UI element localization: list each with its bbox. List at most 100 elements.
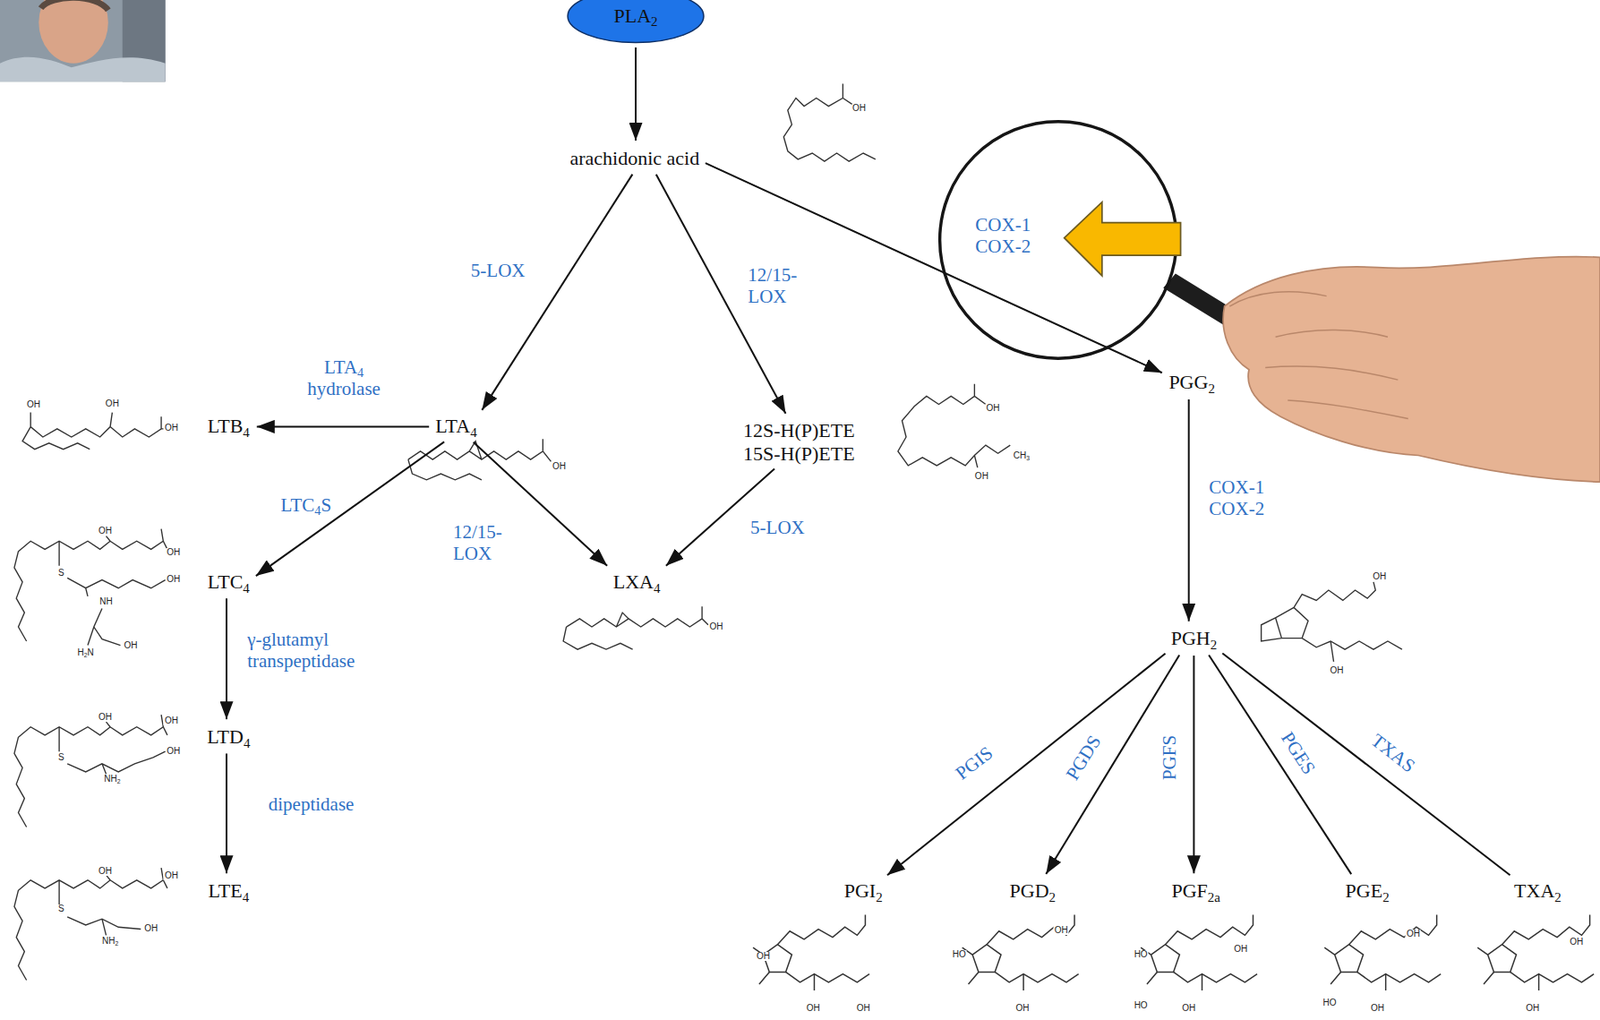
reaction-arrow: [256, 425, 429, 428]
reaction-arrow: [256, 441, 445, 576]
txa2-structure: [1477, 915, 1594, 991]
metabolite-node: LXA4: [610, 568, 664, 595]
atom-label: OH: [805, 1003, 822, 1013]
metabolite-node: PGG2: [1165, 369, 1218, 396]
atom-label: OH: [165, 746, 181, 756]
atom-label: S: [57, 904, 66, 914]
atom-label: OH: [163, 716, 180, 726]
node-text: arachidonic acid: [569, 146, 700, 170]
lxa4-structure: [563, 606, 709, 650]
atom-label: OH: [551, 462, 567, 471]
atom-label: OH: [1180, 1003, 1197, 1013]
enzyme-label: COX-1 COX-2: [1208, 476, 1265, 520]
node-text: PGH2: [1171, 627, 1218, 651]
atom-label: OH: [974, 471, 990, 481]
node-text: PGD2: [1009, 879, 1057, 902]
node-text: PLA2: [613, 5, 658, 28]
atom-label: OH: [851, 103, 867, 113]
metabolite-node: PGE2: [1343, 877, 1393, 904]
metabolite-node: LTC4: [205, 568, 253, 595]
atom-label: OH: [122, 641, 138, 651]
enzyme-label: COX-1 COX-2: [975, 213, 1031, 257]
reaction-arrow: [1045, 654, 1180, 874]
reaction-arrow: [1222, 652, 1510, 875]
atom-label: OH: [1053, 925, 1070, 935]
atom-label: OH: [1328, 666, 1344, 676]
enzyme-label: PGIS: [951, 742, 998, 785]
reaction-arrow: [1208, 654, 1352, 874]
metabolite-node: TXA2: [1511, 877, 1565, 904]
node-text: PGI2: [844, 879, 883, 902]
hand-fingers: [1229, 291, 1408, 420]
ltb4-structure: [22, 412, 166, 450]
atom-label: OH: [104, 399, 120, 409]
enzyme-label: LTA4 hydrolase: [307, 356, 381, 400]
metabolite-node: arachidonic acid: [566, 145, 702, 172]
atom-label: OH: [709, 622, 725, 632]
atom-label: HO: [1133, 949, 1149, 959]
enzyme-label: 5-LOX: [750, 516, 805, 539]
enzyme-label: PGES: [1276, 727, 1320, 779]
atom-label: OH: [97, 866, 113, 876]
enzyme-label: 12/15- LOX: [453, 521, 503, 565]
ellipse-shape: [567, 0, 704, 43]
node-text: PGE2: [1345, 879, 1390, 902]
atom-label: OH: [25, 400, 42, 410]
node-text: PGG2: [1168, 371, 1215, 394]
atom-label: OH: [1524, 1003, 1541, 1013]
chain-bond: [14, 714, 168, 827]
metabolite-node: PGF2a: [1168, 877, 1223, 904]
node-text: LXA4: [613, 570, 661, 593]
enzyme-label: LTC4S: [281, 494, 333, 516]
atom-label: OH: [143, 924, 159, 933]
reaction-arrow: [634, 47, 637, 141]
node-text: PGF2a: [1171, 879, 1220, 902]
atom-label: HO: [951, 949, 967, 959]
node-text: LTC4: [207, 570, 250, 593]
metabolite-node: PGI2: [841, 877, 886, 904]
atom-label: OH: [984, 403, 1001, 413]
photo-face: [38, 0, 108, 64]
metabolite-node: PGH2: [1168, 625, 1221, 652]
reaction-arrow: [1192, 655, 1195, 873]
enzyme-label: γ-glutamyl transpeptidase: [247, 628, 355, 672]
metabolite-node: LTB4: [205, 413, 253, 440]
atom-label: OH: [165, 574, 181, 584]
atom-label: OH: [1568, 937, 1584, 947]
enzyme-label: 5-LOX: [470, 259, 526, 282]
node-text: LTA4: [435, 415, 477, 438]
chain-bond: [67, 751, 165, 774]
reaction-arrow: [887, 653, 1166, 875]
chemical-structures: [14, 83, 1403, 980]
ltd4-structure: [14, 714, 168, 827]
enzyme-label: TXAS: [1367, 729, 1420, 778]
enzyme-label: PGDS: [1061, 730, 1106, 783]
atom-label: OH: [1369, 1003, 1386, 1013]
enzyme-label: dipeptidase: [268, 793, 355, 815]
atom-label: NH2: [102, 774, 121, 784]
metabolite-node: LTA4: [432, 413, 480, 440]
ltc4-structure: [14, 529, 168, 646]
atom-label: OH: [1232, 944, 1249, 954]
atom-label: OH: [97, 526, 113, 536]
metabolite-node: 12S-H(P)ETE 15S-H(P)ETE: [740, 417, 858, 467]
enzyme-label: PGFS: [1158, 735, 1181, 780]
reaction-arrow: [225, 598, 228, 719]
portrait-photo: [0, 0, 166, 82]
atom-label: OH: [165, 547, 181, 557]
reaction-arrow: [1188, 399, 1190, 622]
atom-label: HO: [1321, 998, 1337, 1008]
enzyme-ellipse: PLA2: [566, 0, 706, 44]
atom-label: NH2: [101, 936, 120, 946]
chain-bond: [14, 867, 168, 980]
atom-label: NH: [98, 597, 113, 607]
node-text: 12S-H(P)ETE 15S-H(P)ETE: [743, 419, 856, 465]
highlight-arrow: [1064, 202, 1181, 276]
node-text: LTD4: [206, 725, 250, 748]
pge2-structure: [1324, 915, 1441, 991]
hand: [1223, 256, 1600, 482]
